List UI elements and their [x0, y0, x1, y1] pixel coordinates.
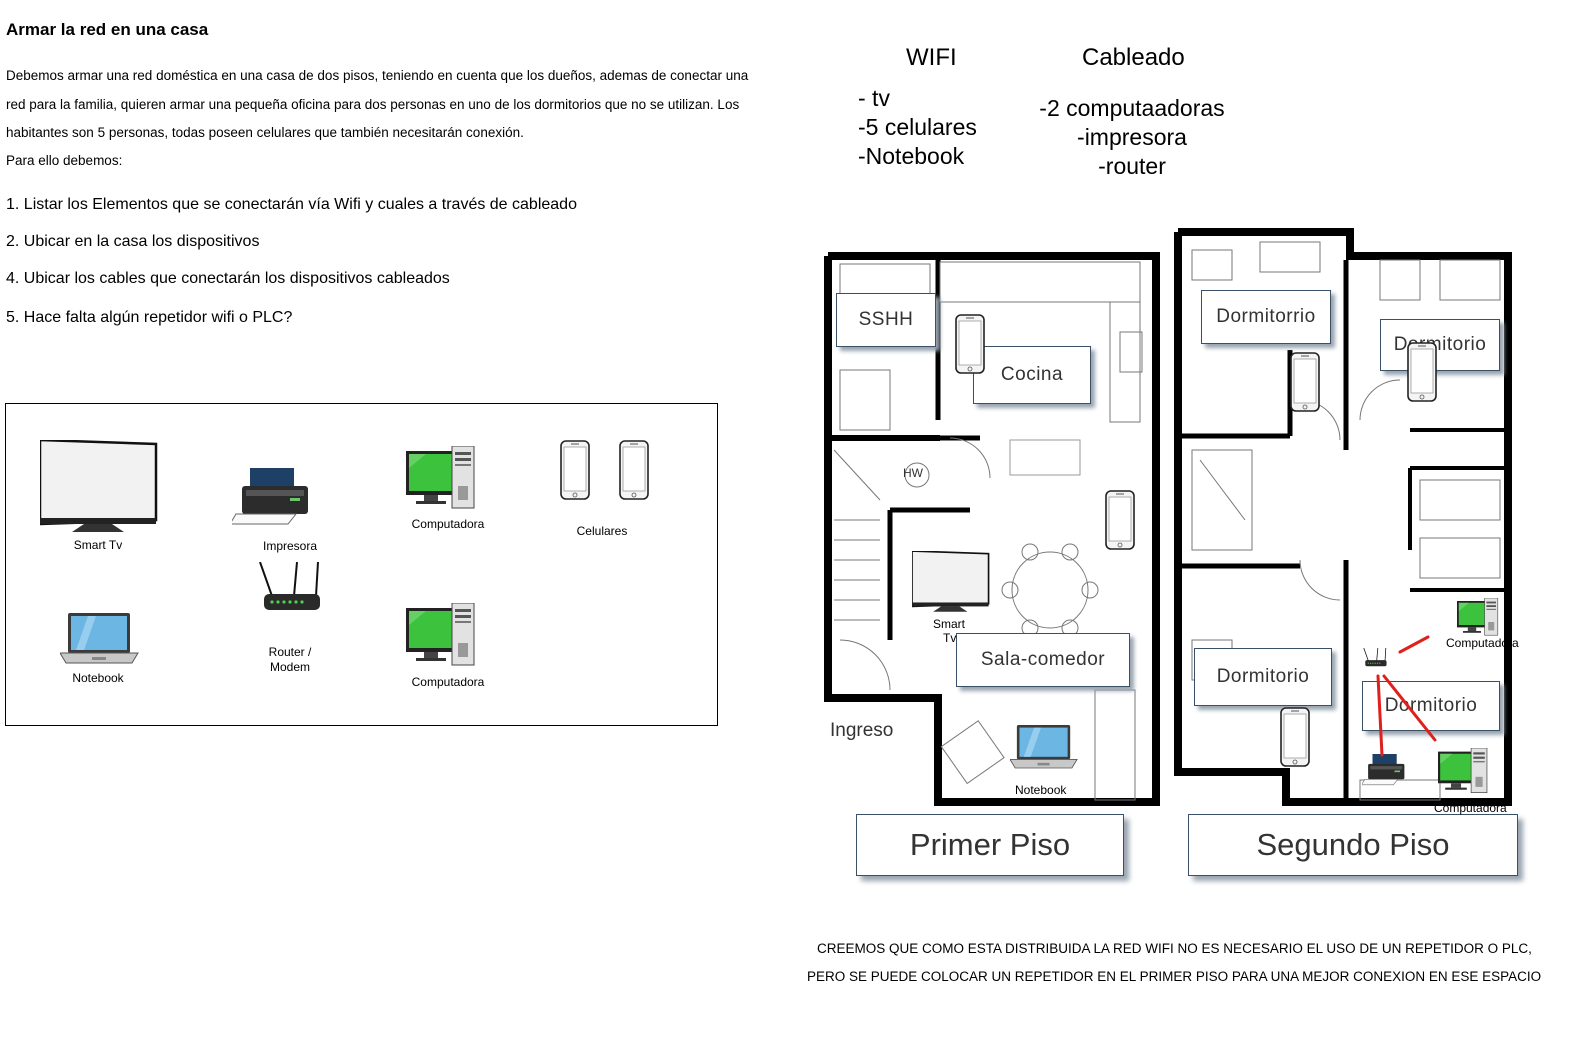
task-item: 1. Listar los Elementos que se conectará…	[6, 196, 577, 213]
floor-label-second: Segundo Piso	[1188, 814, 1518, 876]
room-label-bedroom-3: Dormitorio	[1194, 648, 1332, 706]
room-label-kitchen: Cocina	[973, 346, 1091, 404]
device-legend	[5, 403, 718, 726]
task-item: 4. Ubicar los cables que conectarán los …	[6, 270, 450, 287]
smart-tv-icon	[912, 551, 990, 613]
legend-caption-computer: Computadora	[411, 675, 485, 689]
legend-caption-router-line2: Modem	[269, 660, 310, 674]
hw-label: HW	[903, 466, 923, 480]
wifi-item: - tv	[858, 85, 890, 111]
plan-caption-tv: Smart	[933, 617, 966, 631]
phone-icon	[1105, 490, 1135, 550]
phone-icon	[1407, 342, 1437, 402]
paragraph-line: habitantes son 5 personas, todas poseen …	[6, 125, 524, 140]
room-label-bedroom-4: Dormitorio	[1362, 681, 1500, 731]
legend-caption-router-line1: Router /	[268, 645, 312, 659]
plan-caption-computer: Computadora	[1434, 801, 1507, 815]
legend-caption-phones: Celulares	[576, 524, 628, 538]
phone-icon	[619, 440, 649, 500]
room-label-living: Sala-comedor	[956, 633, 1130, 687]
printer-icon	[232, 467, 309, 525]
phone-icon	[1290, 352, 1320, 412]
plan-caption-tv: Tv	[943, 631, 957, 645]
smart-tv-icon	[40, 440, 158, 534]
paragraph-line: Para ello debemos:	[6, 153, 123, 168]
wifi-item: -Notebook	[858, 143, 965, 169]
wired-header: Cableado	[1082, 44, 1185, 71]
legend-caption-printer: Impresora	[262, 539, 318, 553]
room-label-entry: Ingreso	[830, 720, 894, 741]
plan-caption-notebook: Notebook	[1015, 783, 1067, 797]
conclusion-line: PERO SE PUEDE COLOCAR UN REPETIDOR EN EL…	[807, 969, 1542, 984]
wired-item: -impresora	[1077, 124, 1187, 150]
notebook-icon	[1010, 725, 1078, 769]
legend-caption-notebook: Notebook	[72, 671, 124, 685]
room-label-bath: SSHH	[836, 293, 936, 347]
legend-caption-computer: Computadora	[411, 517, 485, 531]
notebook-icon	[60, 613, 139, 664]
room-label-bedroom-1: Dormitorrio	[1201, 290, 1331, 344]
wifi-item: -5 celulares	[858, 114, 977, 140]
plan-caption-computer: Computadora	[1446, 636, 1519, 650]
wired-item: -router	[1098, 153, 1166, 179]
router-icon	[259, 562, 321, 611]
phone-icon	[560, 440, 590, 500]
paragraph-line: red para la familia, quieren armar una p…	[6, 97, 740, 112]
phone-icon	[1280, 707, 1310, 767]
floor-label-first: Primer Piso	[856, 814, 1124, 876]
page-title: Armar la red en una casa	[6, 20, 209, 39]
floor-plan-walls	[824, 228, 1512, 806]
paragraph-line: Debemos armar una red doméstica en una c…	[6, 68, 749, 83]
phone-icon	[955, 314, 985, 374]
task-item: 5. Hace falta algún repetidor wifi o PLC…	[6, 309, 293, 326]
task-item: 2. Ubicar en la casa los dispositivos	[6, 233, 260, 250]
wifi-header: WIFI	[906, 44, 957, 71]
computer-icon	[406, 446, 475, 509]
network-cables	[1376, 635, 1437, 757]
computer-icon	[406, 603, 475, 666]
room-label-bedroom-2: Dormitorio	[1380, 319, 1500, 371]
wired-item: -2 computaadoras	[1039, 95, 1225, 121]
legend-caption-smart-tv: Smart Tv	[73, 538, 123, 552]
